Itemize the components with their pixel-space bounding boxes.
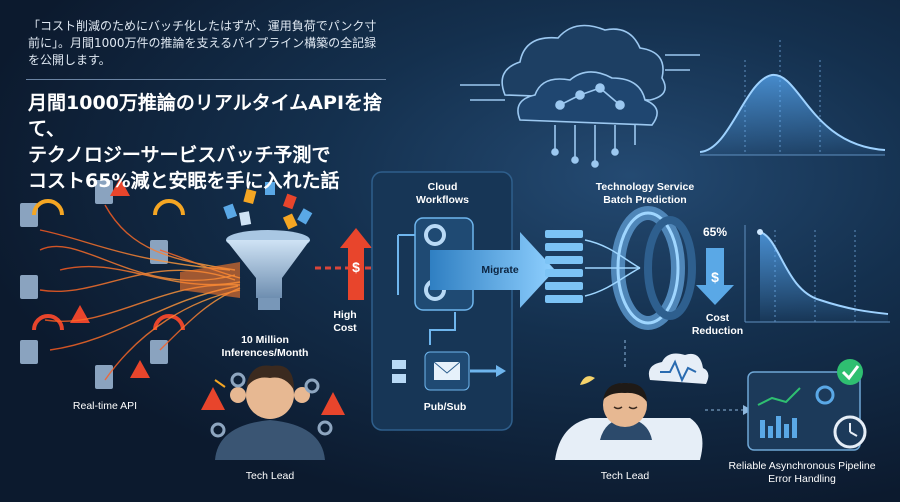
high-cost-label-line-2: Cost [333, 322, 357, 334]
cloud-workflows-label-line-1: Cloud [427, 181, 458, 193]
percent-label: 65% [702, 225, 728, 239]
documents-burst-icon [223, 182, 313, 230]
high-cost-arrow-icon: $ [340, 228, 372, 300]
stressed-person-icon [214, 365, 325, 460]
reliable-pipeline-label-line-1: Reliable Asynchronous Pipeline [728, 460, 876, 472]
divider [26, 79, 386, 80]
reliable-pipeline-label-line-2: Error Handling [768, 473, 836, 485]
server-rack-icons [20, 180, 168, 389]
svg-text:$: $ [711, 269, 719, 285]
dashboard-monitor-icon [747, 371, 861, 451]
headline: 月間1000万推論のリアルタイムAPIを捨て、 テクノロジーサービスバッチ予測で… [28, 90, 408, 194]
cost-reduction-arrow-icon: $ [696, 248, 734, 305]
tech-lead-right-label: Tech Lead [600, 470, 650, 482]
workflow-arrows [397, 234, 456, 345]
tech-service-label-line-2: Batch Prediction [603, 194, 687, 206]
check-icon [837, 359, 863, 385]
inferences-label: 10 Million Inferences/Month [205, 334, 325, 360]
headline-line-3: コスト65%減と安眠を手に入れた話 [28, 170, 340, 192]
gauge-icons [32, 199, 185, 331]
funnel-icon [226, 230, 310, 310]
tech-service-label: Technology Service Batch Prediction [560, 181, 730, 207]
clock-icon [833, 415, 867, 449]
declining-chart-icon [744, 225, 890, 323]
cloud-network-icon [460, 24, 700, 168]
inferences-label-line-2: Inferences/Month [221, 347, 309, 359]
headline-line-2: テクノロジーサービスバッチ予測で [28, 144, 331, 166]
pubsub-label: Pub/Sub [423, 401, 467, 413]
reliable-pipeline-label: Reliable Asynchronous Pipeline Error Han… [712, 460, 892, 486]
high-cost-label-line-1: High [333, 309, 357, 321]
batch-stack-icon [545, 230, 583, 303]
gear-icons-left [210, 372, 333, 438]
warning-icons [70, 178, 345, 415]
high-cost-label: High Cost [320, 309, 370, 335]
bell-curve-chart-icon [699, 40, 886, 156]
intro-text: 「コスト削減のためにバッチ化したはずが、運用負荷でパンク寸前に」。月間1000万… [28, 19, 377, 67]
sleeping-person-icon [555, 376, 703, 460]
realtime-api-label: Real-time API [72, 400, 138, 412]
migrate-arrow [430, 232, 555, 308]
svg-text:$: $ [352, 259, 360, 275]
headline-line-1: 月間1000万推論のリアルタイムAPIを捨て、 [28, 92, 383, 140]
pubsub-envelope-icon [392, 351, 506, 391]
migrate-label: Migrate [481, 264, 519, 276]
cost-reduction-label-line-2: Reduction [691, 325, 744, 337]
cost-reduction-label: Cost Reduction [680, 312, 755, 338]
tech-service-label-line-1: Technology Service [595, 181, 695, 193]
cloud-workflows-label: Cloud Workflows [400, 181, 485, 207]
cloud-workflows-label-line-2: Workflows [416, 194, 469, 206]
inferences-label-line-1: 10 Million [241, 334, 289, 346]
cost-reduction-label-line-1: Cost [705, 312, 730, 324]
tech-lead-left-label: Tech Lead [245, 470, 295, 482]
thought-cloud-icon [648, 353, 709, 384]
flow-lines [584, 239, 641, 297]
